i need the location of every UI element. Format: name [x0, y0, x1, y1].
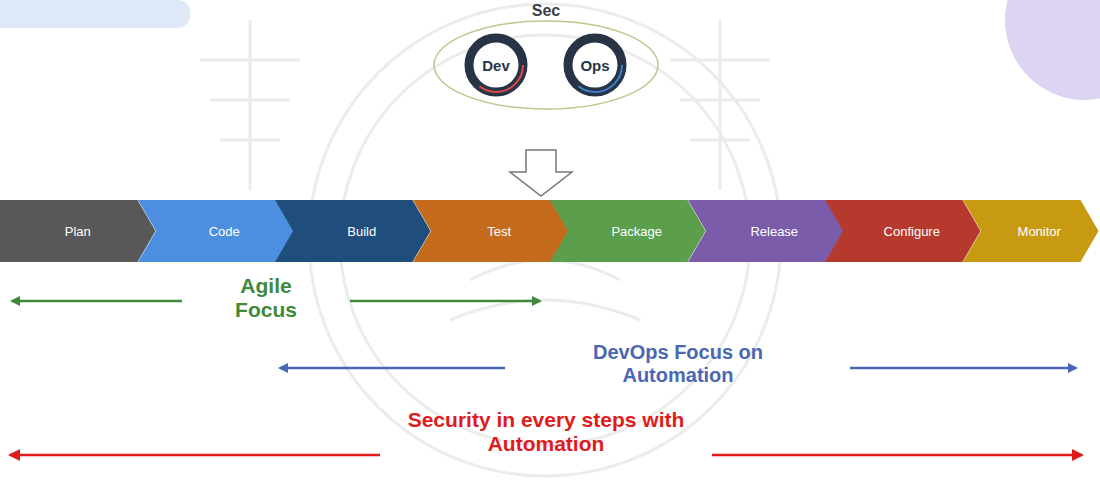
step-label: Plan [65, 224, 91, 239]
step-label: Package [611, 224, 662, 239]
step-label: Configure [884, 224, 940, 239]
process-chevron: Code [138, 200, 294, 262]
process-chevron: Release [688, 200, 844, 262]
step-label: Release [750, 224, 798, 239]
focus-arrows [10, 301, 1082, 455]
logo-ring [434, 21, 658, 109]
step-label: Test [487, 224, 511, 239]
down-arrow [510, 150, 572, 196]
logo-text: Dev [482, 57, 510, 74]
corner-bar [0, 0, 190, 28]
logo-text: Ops [580, 57, 609, 74]
focus-label: Agile Focus [231, 274, 301, 322]
process-chevron: Build [275, 200, 431, 262]
logo-loop: Dev [464, 33, 528, 97]
process-chevron: Configure [825, 200, 981, 262]
focus-label: Security in every steps with Automation [406, 408, 686, 456]
process-chevron: Test [413, 200, 569, 262]
step-label: Monitor [1018, 224, 1061, 239]
logo-loop: Ops [563, 33, 627, 97]
process-chevron: Package [550, 200, 706, 262]
focus-label: DevOps Focus on Automation [568, 341, 788, 387]
logo-heading: Sec [516, 2, 576, 20]
step-label: Code [209, 224, 240, 239]
process-chevron: Monitor [963, 200, 1099, 262]
step-label: Build [347, 224, 376, 239]
corner-blob [1005, 0, 1100, 100]
process-chevron: Plan [0, 200, 156, 262]
